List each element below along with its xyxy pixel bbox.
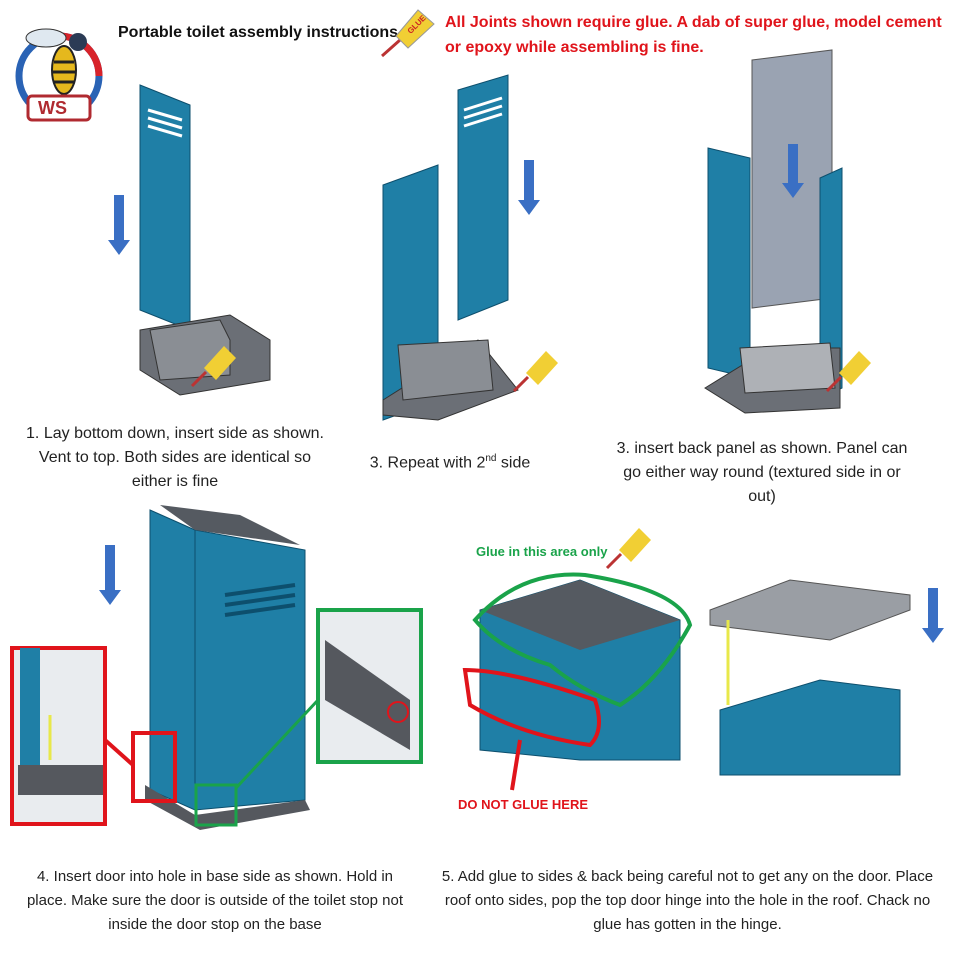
step2-caption: 3. Repeat with 2nd side: [360, 447, 540, 475]
down-arrow-icon: [922, 588, 944, 643]
step2-caption-sup: nd: [485, 453, 497, 464]
glue-tube-icon: [825, 351, 871, 393]
step2-caption-end: side: [496, 454, 531, 472]
step3-caption: 3. insert back panel as shown. Panel can…: [616, 440, 908, 505]
down-arrow-icon: [782, 144, 804, 198]
page-title: Portable toilet assembly instructions: [118, 24, 399, 41]
down-arrow-icon: [108, 195, 130, 255]
down-arrow-icon: [518, 160, 540, 215]
glue-tube-icon: [605, 528, 651, 570]
wasp-logo-icon: [15, 28, 103, 122]
step1-illustration: [108, 84, 271, 396]
step1-caption: 1. Lay bottom down, insert side as shown…: [26, 425, 324, 490]
step2-illustration: [382, 74, 540, 421]
step3-illustration: [704, 49, 843, 414]
step5-caption: 5. Add glue to sides & back being carefu…: [441, 868, 934, 933]
glue-tube-icon: [512, 351, 558, 393]
logo-text: WS: [38, 98, 67, 118]
glue-tube-icon: [190, 346, 236, 388]
step4-caption: 4. Insert door into hole in base side as…: [26, 868, 404, 933]
down-arrow-icon: [99, 545, 121, 605]
no-glue-label: DO NOT GLUE HERE: [458, 797, 589, 812]
glue-note: All Joints shown require glue. A dab of …: [445, 14, 942, 56]
glue-area-label: Glue in this area only: [476, 544, 608, 559]
step2-caption-main: 3. Repeat with 2: [369, 454, 486, 472]
logo: WS: [15, 12, 103, 130]
step5-illustration: [462, 572, 944, 791]
step4-illustration: [10, 505, 423, 830]
